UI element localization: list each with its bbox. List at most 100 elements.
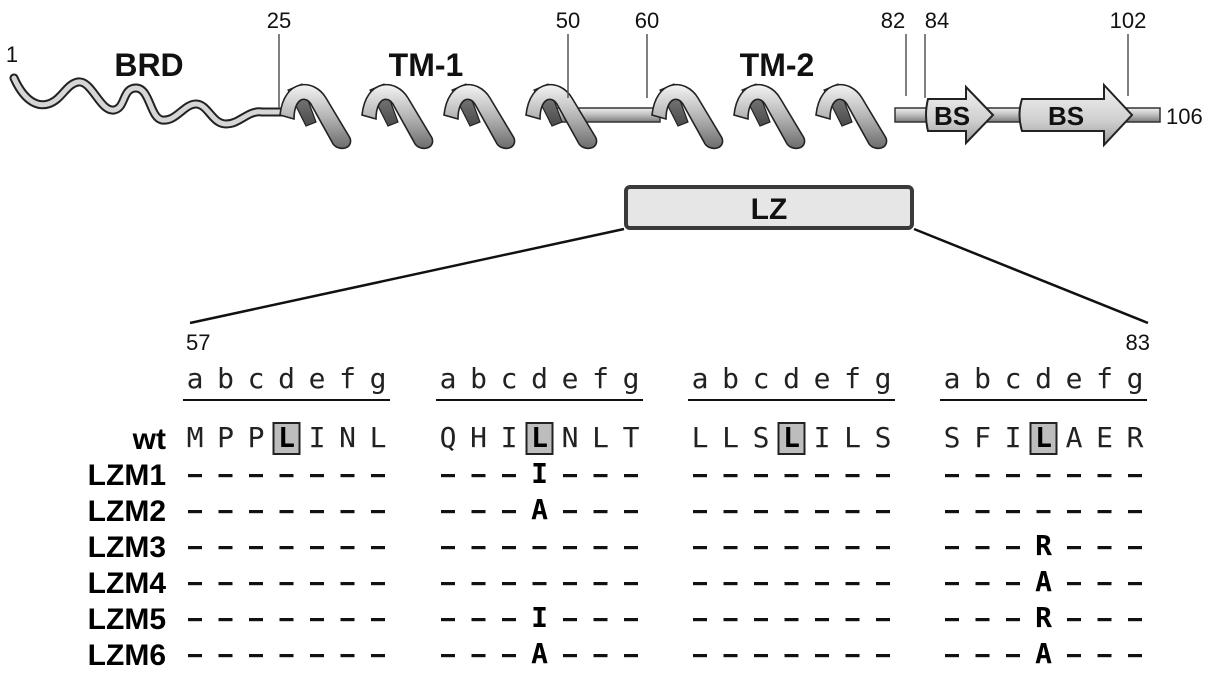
identity-dash xyxy=(1097,582,1112,586)
identity-dash xyxy=(876,510,890,514)
heptad-position: c xyxy=(1005,362,1022,395)
identity-dash xyxy=(723,510,738,514)
identity-dash xyxy=(218,618,233,622)
identity-dash xyxy=(975,510,990,514)
conserved-leucine-box xyxy=(525,422,554,455)
helix-front-ribbon xyxy=(651,83,724,150)
helix-front-ribbon xyxy=(733,83,806,150)
mutant-substitution: A xyxy=(1035,637,1052,670)
identity-dash xyxy=(502,474,516,478)
heptad-position: g xyxy=(875,362,892,395)
identity-dash xyxy=(975,474,990,478)
identity-dash xyxy=(693,654,707,658)
identity-dash xyxy=(563,582,577,586)
identity-dash xyxy=(1036,474,1051,478)
position-start: 1 xyxy=(6,42,18,67)
zoom-start: 57 xyxy=(186,330,210,355)
identity-dash xyxy=(563,510,577,514)
identity-dash xyxy=(441,474,455,478)
identity-dash xyxy=(693,474,707,478)
identity-dash xyxy=(593,510,608,514)
identity-dash xyxy=(723,654,738,658)
identity-dash xyxy=(563,654,577,658)
wt-residue: T xyxy=(623,421,640,454)
identity-dash xyxy=(441,618,455,622)
identity-dash xyxy=(754,546,768,550)
identity-dash xyxy=(1128,474,1142,478)
row-label-lzm6: LZM6 xyxy=(88,639,166,672)
identity-dash xyxy=(624,546,638,550)
heptad-position: c xyxy=(501,362,518,395)
identity-dash xyxy=(593,582,608,586)
identity-dash xyxy=(593,546,608,550)
identity-dash xyxy=(188,546,202,550)
identity-dash xyxy=(340,546,355,550)
identity-dash xyxy=(1097,618,1112,622)
zoom-line-left xyxy=(189,227,625,325)
identity-dash xyxy=(876,582,890,586)
identity-dash xyxy=(693,582,707,586)
mutant-substitution: A xyxy=(531,637,548,670)
identity-dash xyxy=(784,510,799,514)
identity-dash xyxy=(371,546,385,550)
identity-dash xyxy=(371,474,385,478)
identity-dash xyxy=(624,510,638,514)
wt-residue: S xyxy=(875,421,892,454)
identity-dash xyxy=(754,654,768,658)
identity-dash xyxy=(1128,618,1142,622)
identity-dash xyxy=(340,618,355,622)
heptad-position: a xyxy=(187,362,204,395)
helix-front-ribbon xyxy=(443,83,516,150)
identity-dash xyxy=(502,582,516,586)
heptad-position: d xyxy=(1035,362,1052,395)
wt-residue: R xyxy=(1127,421,1144,454)
identity-dash xyxy=(310,510,324,514)
mutant-substitution: I xyxy=(531,457,548,490)
row-label-lzm4: LZM4 xyxy=(88,567,167,600)
wt-residue: I xyxy=(501,421,518,454)
tm2-helix xyxy=(651,83,888,150)
identity-dash xyxy=(1067,474,1081,478)
helix-front-ribbon xyxy=(361,83,434,150)
heptad-position: b xyxy=(470,362,487,395)
conserved-leucine-box xyxy=(272,422,301,455)
identity-dash xyxy=(340,510,355,514)
identity-dash xyxy=(624,582,638,586)
identity-dash xyxy=(188,510,202,514)
identity-dash xyxy=(945,582,959,586)
identity-dash xyxy=(975,618,990,622)
identity-dash xyxy=(279,474,294,478)
position-markers: 1 106 25 50 60 82 84 102 xyxy=(6,8,1203,129)
identity-dash xyxy=(532,546,547,550)
helix-front-ribbon xyxy=(815,83,888,150)
identity-dash xyxy=(249,474,263,478)
domain-label-tm2: TM-2 xyxy=(740,47,815,83)
identity-dash xyxy=(371,618,385,622)
wt-residue: A xyxy=(1066,421,1083,454)
identity-dash xyxy=(218,546,233,550)
identity-dash xyxy=(502,618,516,622)
wt-residue: S xyxy=(944,421,961,454)
wt-residue: L xyxy=(278,421,295,454)
identity-dash xyxy=(1097,654,1112,658)
identity-dash xyxy=(218,474,233,478)
identity-dash xyxy=(593,474,608,478)
identity-dash xyxy=(876,546,890,550)
identity-dash xyxy=(471,546,486,550)
heptad-position: g xyxy=(1127,362,1144,395)
identity-dash xyxy=(502,654,516,658)
identity-dash xyxy=(1067,546,1081,550)
heptad-position: e xyxy=(814,362,831,395)
identity-dash xyxy=(723,618,738,622)
identity-dash xyxy=(1067,654,1081,658)
identity-dash xyxy=(784,546,799,550)
strand-label-2: BS xyxy=(1048,101,1084,131)
wt-residue: L xyxy=(783,421,800,454)
identity-dash xyxy=(310,546,324,550)
identity-dash xyxy=(1006,654,1020,658)
lz-region: LZ 57 83 xyxy=(186,185,1150,355)
zoom-end: 83 xyxy=(1126,330,1150,355)
identity-dash xyxy=(310,654,324,658)
